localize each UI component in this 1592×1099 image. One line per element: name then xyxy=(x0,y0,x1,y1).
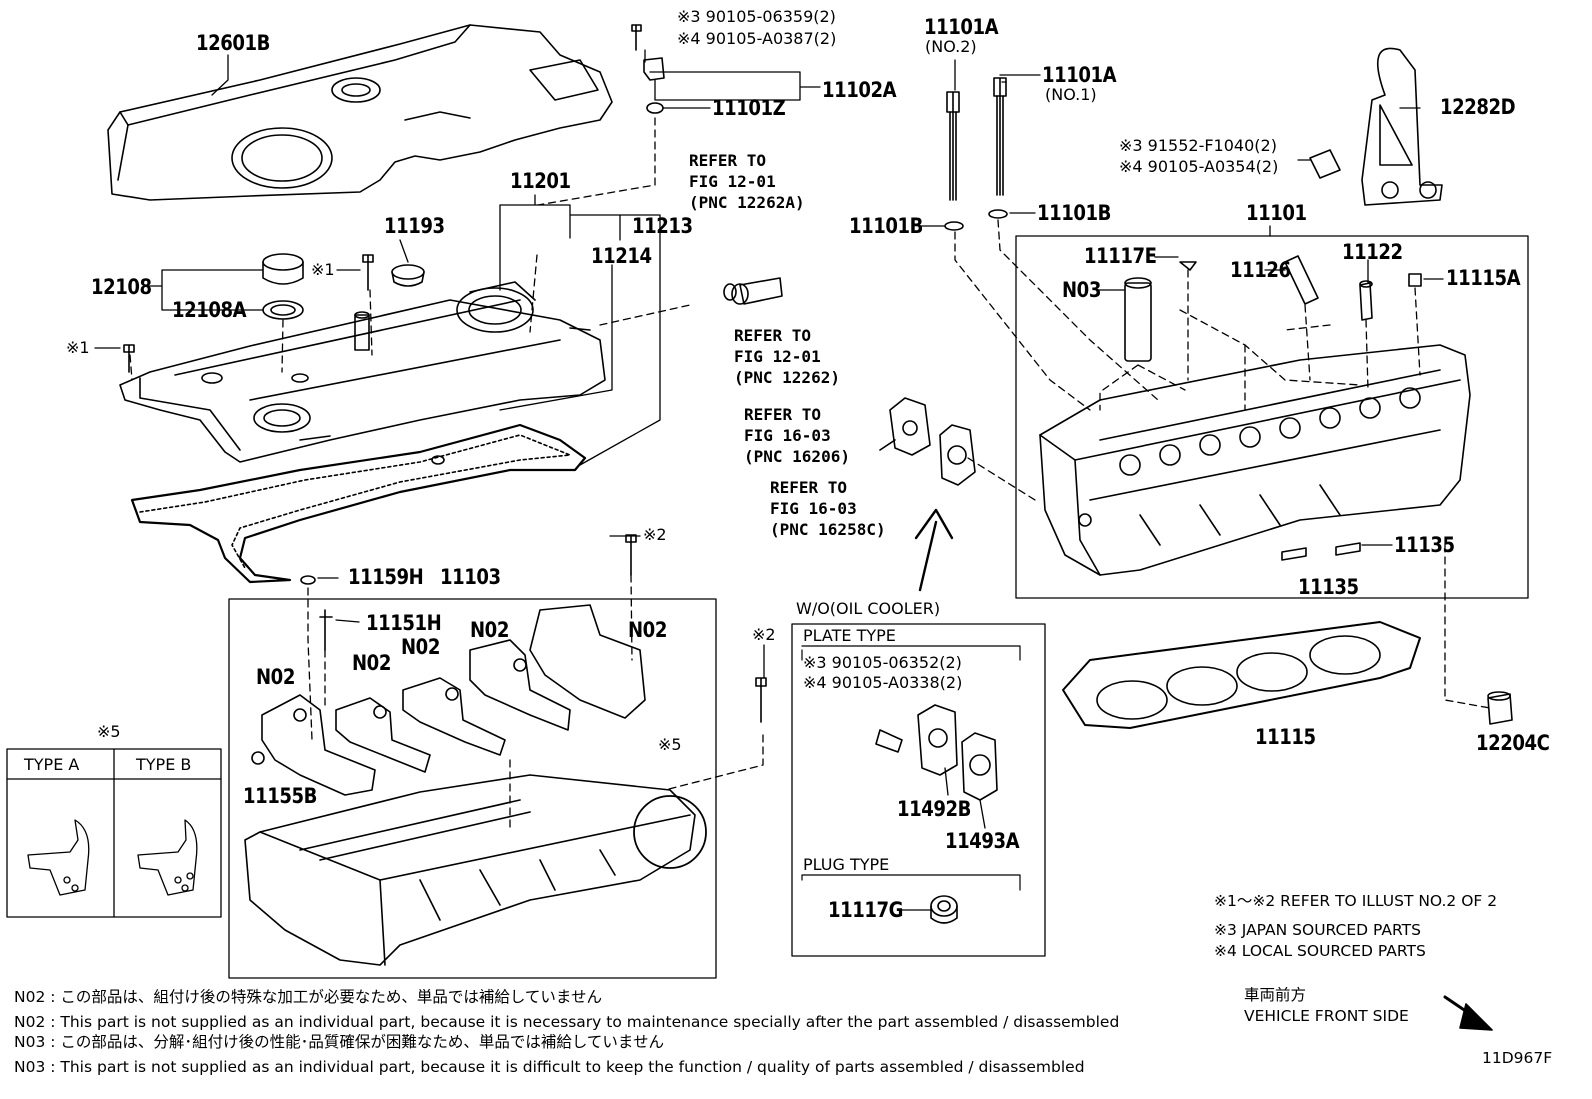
direction-arrow xyxy=(914,508,954,592)
callout-12108A: 12108A xyxy=(172,298,247,322)
head-small-parts-drawing xyxy=(1124,255,1422,561)
callout-11155B: 11155B xyxy=(243,784,318,808)
bolt-2b-drawing xyxy=(755,677,767,723)
callout-N03: N03 xyxy=(1062,278,1101,302)
head-bolts-drawing xyxy=(944,77,1008,231)
note-n03-en: N03 : This part is not supplied as an in… xyxy=(14,1058,1085,1076)
callout-N02-d: N02 xyxy=(352,651,391,675)
cylinder-head-box xyxy=(1015,235,1529,599)
plate-parts-drawing xyxy=(879,397,976,486)
valve-cover-drawing xyxy=(119,281,606,465)
reference-12262: REFER TO FIG 12-01 (PNC 12262) xyxy=(734,326,840,387)
hose-clamp-drawing xyxy=(723,277,783,305)
callout-11115: 11115 xyxy=(1255,725,1316,749)
callout-11126: 11126 xyxy=(1230,258,1291,282)
callout-11103: 11103 xyxy=(440,565,501,589)
callout-11115A: 11115A xyxy=(1446,266,1521,290)
note-n03-jp: N03 : この部品は、分解･組付け後の性能･品質確保が困難なため、単品では補給… xyxy=(14,1033,664,1051)
front-en: VEHICLE FRONT SIDE xyxy=(1244,1007,1409,1025)
callout-N02-e: N02 xyxy=(256,665,295,689)
type-b-label: TYPE B xyxy=(136,755,192,774)
oil-cooler-heading: W/O(OIL COOLER) xyxy=(796,599,941,618)
type-table xyxy=(6,748,222,918)
plate-bolt-jp: ※3 90105-06352(2) xyxy=(803,653,962,672)
callout-11101Z: 11101Z xyxy=(712,96,786,120)
plate-type-label: PLATE TYPE xyxy=(803,626,896,645)
callout-11201: 11201 xyxy=(510,169,571,193)
reference-16206: REFER TO FIG 16-03 (PNC 16206) xyxy=(744,405,850,466)
callout-11101B-right: 11101B xyxy=(1037,201,1112,225)
callout-11101A-no1-sub: (NO.1) xyxy=(1045,85,1097,104)
mark-2-b: ※2 xyxy=(752,625,776,644)
callout-N02-a: N02 xyxy=(470,618,509,642)
callout-11101: 11101 xyxy=(1246,201,1307,225)
detail-circle xyxy=(633,795,707,869)
washer-drawing xyxy=(300,575,316,585)
front-jp: 車両前方 xyxy=(1244,986,1307,1004)
callout-12282D: 12282D xyxy=(1440,95,1516,119)
plug-drawing xyxy=(1487,691,1513,725)
callout-N02-c: N02 xyxy=(401,635,440,659)
callout-11135-b: 11135 xyxy=(1298,575,1359,599)
engine-cover-drawing xyxy=(107,24,613,201)
bolt-local-b: ※4 90105-A0354(2) xyxy=(1119,157,1279,176)
diagram-code: 11D967F xyxy=(1482,1049,1553,1067)
callout-11159H: 11159H xyxy=(348,565,424,589)
bolt-jp-b: ※3 91552-F1040(2) xyxy=(1119,136,1277,155)
mark-5-b: ※5 xyxy=(97,722,121,741)
callout-11117G: 11117G xyxy=(828,898,904,922)
type-a-label: TYPE A xyxy=(24,755,80,774)
head-gasket-drawing xyxy=(1062,621,1421,729)
plate-bolt-local: ※4 90105-A0338(2) xyxy=(803,673,963,692)
callout-11193: 11193 xyxy=(384,214,445,238)
callout-11101A-no2-sub: (NO.2) xyxy=(925,37,977,56)
reference-12262A: REFER TO FIG 12-01 (PNC 12262A) xyxy=(689,151,805,212)
note-n02-en: N02 : This part is not supplied as an in… xyxy=(14,1013,1120,1031)
note-n02-jp: N02 : この部品は、組付け後の特殊な加工が必要なため、単品では補給していませ… xyxy=(14,988,602,1006)
legend-japan: ※3 JAPAN SOURCED PARTS xyxy=(1214,921,1421,939)
callout-11213: 11213 xyxy=(632,214,693,238)
filler-cap-drawing xyxy=(123,253,425,373)
camshaft-housing-box xyxy=(228,598,717,979)
callout-11117E: 11117E xyxy=(1084,244,1157,268)
callout-12601B: 12601B xyxy=(196,31,271,55)
callout-11135-a: 11135 xyxy=(1394,533,1455,557)
engine-hanger-drawing xyxy=(1309,47,1443,206)
callout-11492B: 11492B xyxy=(897,797,972,821)
callout-11102A: 11102A xyxy=(822,78,897,102)
legend-local: ※4 LOCAL SOURCED PARTS xyxy=(1214,942,1426,960)
bolt-2a-drawing xyxy=(625,534,637,576)
bearing-caps-drawing xyxy=(251,604,646,796)
bolt-jp-a: ※3 90105-06359(2) xyxy=(677,7,836,26)
callout-12108: 12108 xyxy=(91,275,152,299)
plug-type-label: PLUG TYPE xyxy=(803,855,890,874)
legend-refer: ※1～※2 REFER TO ILLUST NO.2 OF 2 xyxy=(1214,892,1498,910)
callout-11493A: 11493A xyxy=(945,829,1020,853)
mark-5-a: ※5 xyxy=(658,735,682,754)
mark-2-a: ※2 xyxy=(643,525,667,544)
callout-11214: 11214 xyxy=(591,244,652,268)
leader-lines xyxy=(94,49,1444,911)
callout-11151H: 11151H xyxy=(366,611,442,635)
callout-12204C: 12204C xyxy=(1476,731,1550,755)
callout-11122: 11122 xyxy=(1342,240,1403,264)
vehicle-front-arrowhead xyxy=(1459,1003,1493,1031)
bolt-local-a: ※4 90105-A0387(2) xyxy=(677,29,837,48)
connection-lines xyxy=(129,117,1491,831)
valve-cover-gasket-drawing xyxy=(130,423,587,584)
callout-11101B-left: 11101B xyxy=(849,214,924,238)
oil-cooler-parts-drawing xyxy=(875,704,998,924)
mark-1-a: ※1 xyxy=(311,260,335,279)
camshaft-housing-drawing xyxy=(244,774,696,966)
reference-16258C: REFER TO FIG 16-03 (PNC 16258C) xyxy=(770,478,886,539)
callout-11101A-no1: 11101A xyxy=(1042,63,1117,87)
callout-11101A-no2: 11101A xyxy=(924,15,999,39)
callout-N02-b: N02 xyxy=(628,618,667,642)
oil-cooler-box xyxy=(791,623,1046,957)
cylinder-head-drawing xyxy=(1039,344,1471,576)
mark-1-b: ※1 xyxy=(66,338,90,357)
